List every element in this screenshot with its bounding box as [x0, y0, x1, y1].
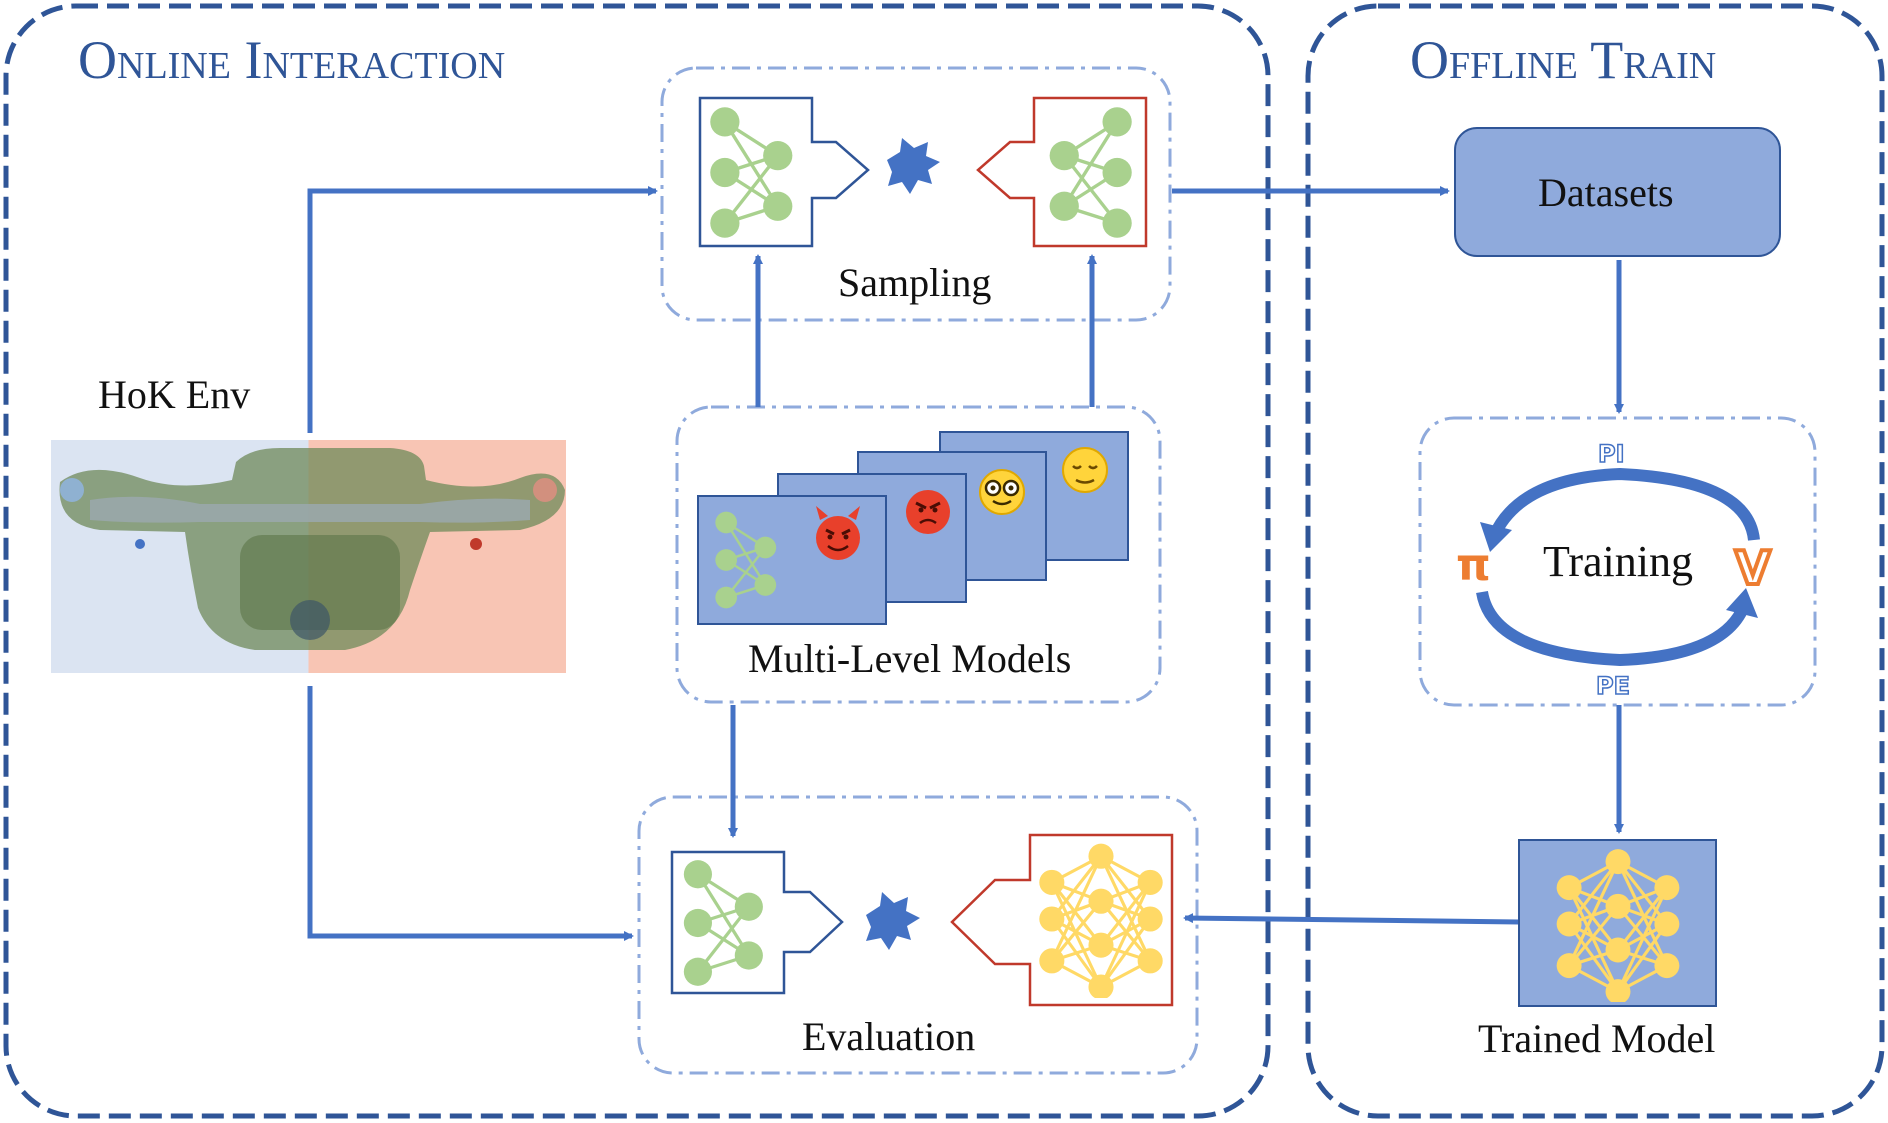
evaluation-left-agent [670, 850, 844, 995]
pe-label: PE [1596, 672, 1630, 700]
env-label: HoK Env [98, 372, 250, 417]
sampling-group [660, 66, 1172, 322]
offline-train-title: Offline Train [1410, 30, 1716, 90]
game-map-image [51, 440, 566, 673]
training-cycle [1476, 467, 1760, 667]
sampling-left-agent [698, 96, 870, 248]
datasets-label: Datasets [1538, 170, 1674, 215]
evaluation-group [637, 795, 1199, 1075]
sampling-label: Sampling [838, 260, 991, 305]
nerd-face-icon [979, 469, 1025, 515]
evaluation-label: Evaluation [802, 1014, 975, 1059]
evaluation-burst-icon [866, 892, 920, 950]
training-group [1418, 416, 1817, 707]
burst-icon [887, 138, 940, 194]
devil-face-icon [816, 506, 860, 560]
sampling-right-agent [976, 96, 1148, 248]
env-to-sampling-arrow [307, 186, 658, 433]
model-card-level-1 [697, 495, 887, 625]
value-symbol: V [1735, 541, 1771, 595]
models-label: Multi-Level Models [748, 636, 1071, 681]
offline-train-panel [1305, 3, 1885, 1119]
evaluation-right-agent [950, 833, 1174, 1007]
training-label: Training [1543, 537, 1693, 586]
env-to-evaluation-arrow [307, 686, 634, 941]
models-group [675, 405, 1162, 704]
trained-model-to-evaluation-arrow [1183, 913, 1520, 925]
trained-model-label: Trained Model [1478, 1016, 1715, 1061]
pi-label: PI [1598, 440, 1625, 468]
online-interaction-title: Online Interaction [78, 30, 505, 90]
policy-symbol: π [1456, 540, 1491, 591]
relieved-face-icon [1062, 447, 1108, 493]
datasets-box [1454, 127, 1781, 257]
online-interaction-panel [3, 3, 1271, 1119]
angry-face-icon [906, 490, 950, 534]
trained-model-box [1518, 839, 1717, 1007]
